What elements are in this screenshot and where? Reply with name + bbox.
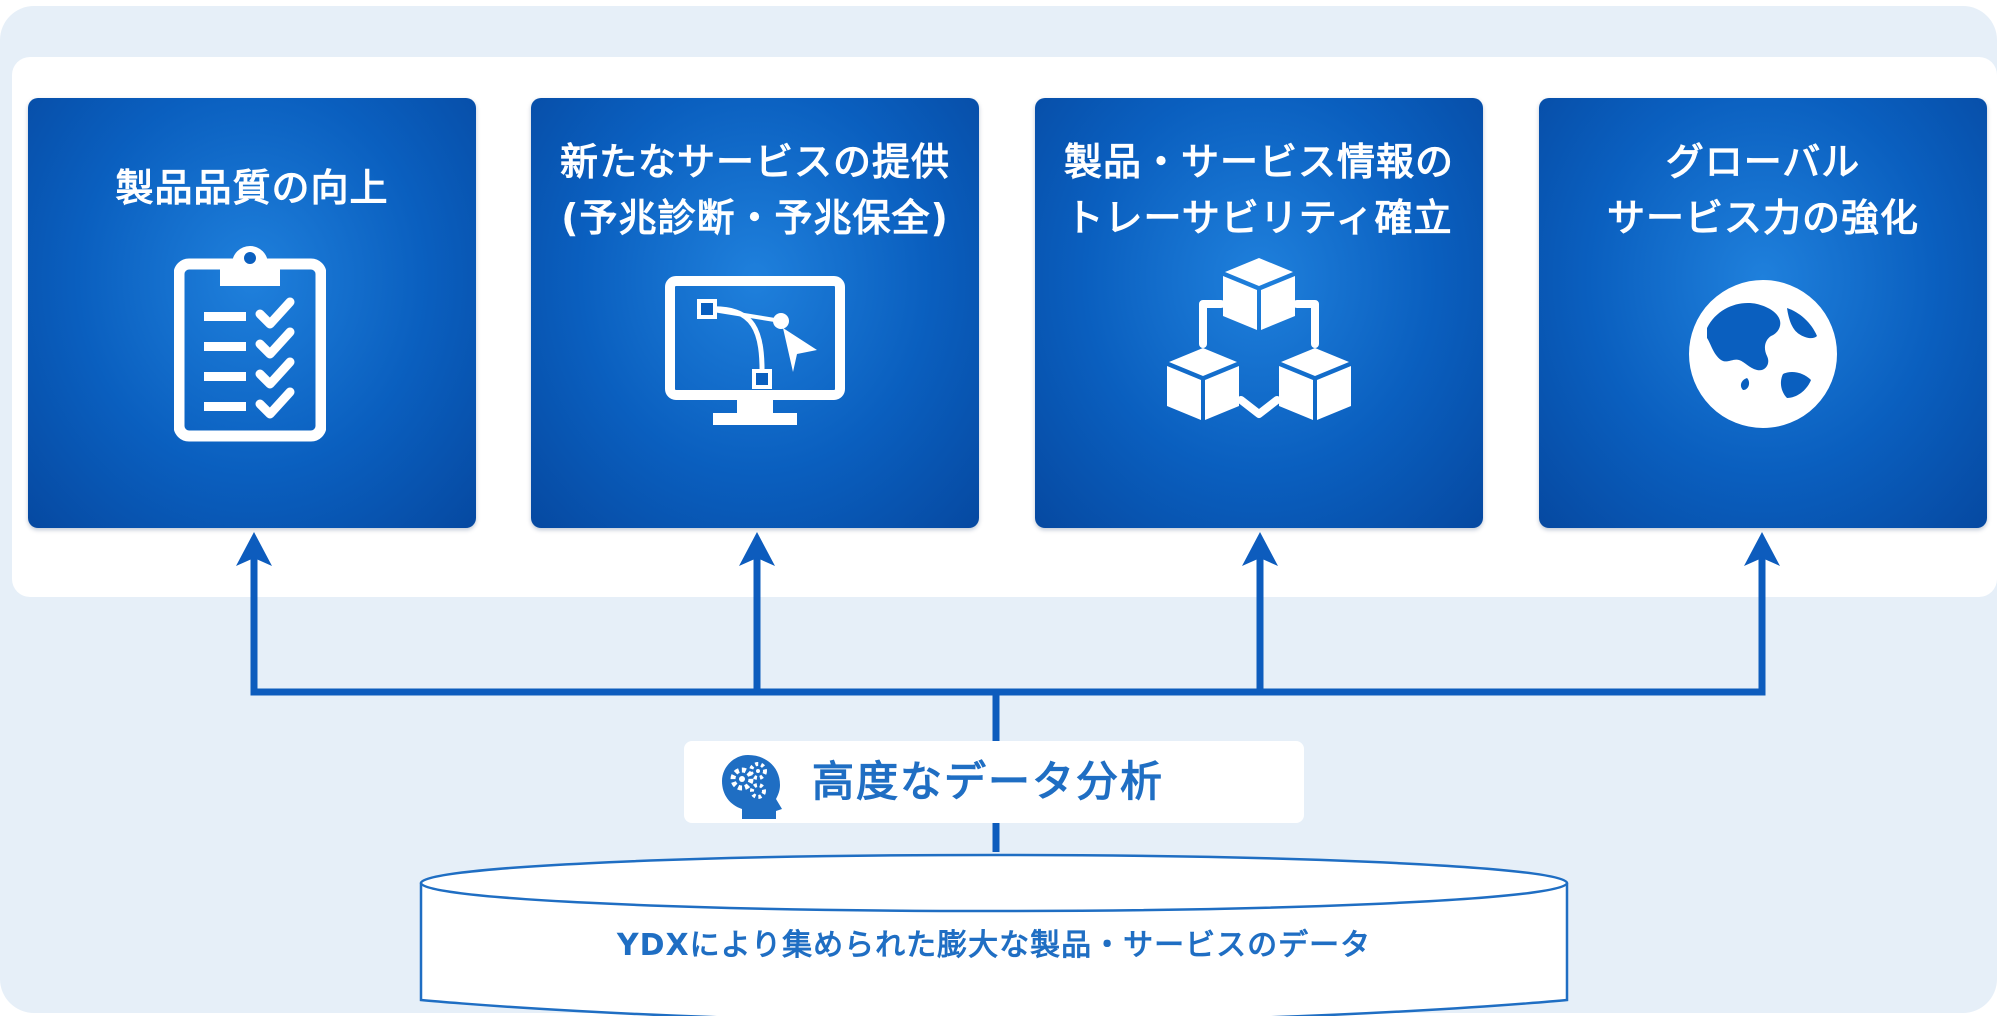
goal-card-title: 新たなサービスの提供 (予兆診断・予兆保全) [559,140,950,240]
globe-icon [1687,278,1839,430]
goal-card-traceability: 製品・サービス情報の トレーサビリティ確立 [1035,98,1483,528]
linked-cubes-icon [1163,252,1355,432]
goal-card-quality: 製品品質の向上 [28,98,476,528]
clipboard-checklist-icon [174,244,326,442]
goal-card-global-service: グローバル サービス力の強化 [1539,98,1987,528]
analysis-label: 高度なデータ分析 [812,757,1165,806]
arrow-up-icon [739,532,775,566]
analysis-box: 高度なデータ分析 [684,741,1304,823]
arrow-up-icon [236,532,272,566]
arrow-up-icon [1242,532,1278,566]
monitor-bezier-curve-icon [665,276,845,430]
goal-card-title: グローバル サービス力の強化 [1606,140,1919,240]
head-gears-icon [718,751,788,821]
database-cylinder [419,853,1569,1016]
arrow-up-icon [1744,532,1780,566]
database-label: YDXにより集められた膨大な製品・サービスのデータ [616,928,1372,963]
goal-card-title: 製品品質の向上 [115,166,389,210]
goal-card-title: 製品・サービス情報の トレーサビリティ確立 [1063,140,1454,240]
goal-card-new-services: 新たなサービスの提供 (予兆診断・予兆保全) [531,98,979,528]
